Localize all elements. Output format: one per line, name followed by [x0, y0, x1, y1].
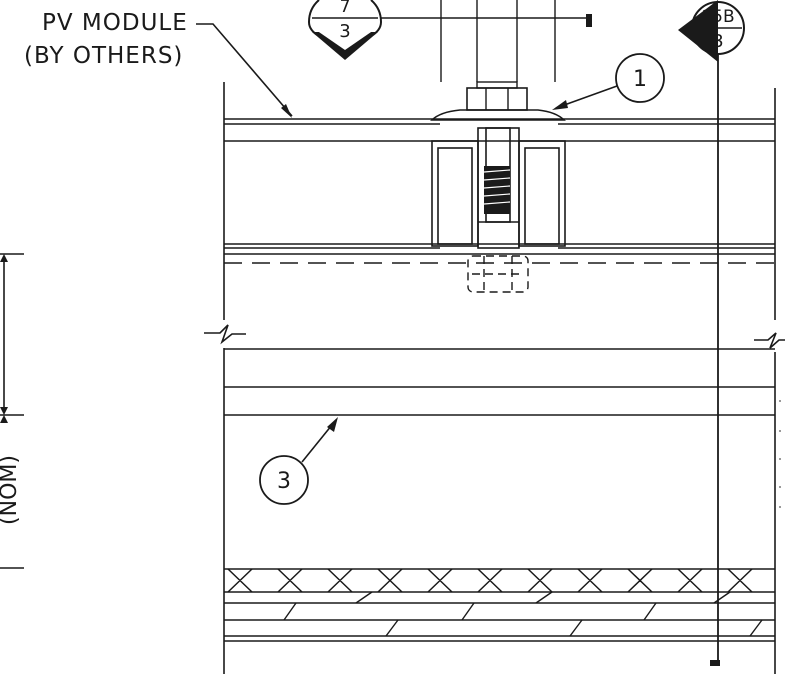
- support-beam: [224, 348, 775, 416]
- scan-noise: [779, 400, 781, 508]
- callout-3: 3: [259, 417, 338, 505]
- pv-module-leader-arrow: [281, 104, 292, 118]
- section-marker-right-top: 15B: [701, 7, 734, 27]
- bolt-centerlines: [440, 0, 556, 82]
- callout-1-arrow: [552, 100, 568, 110]
- section-marker-left-top: 7: [340, 0, 351, 17]
- left-dimension: (NOM): [0, 253, 24, 569]
- break-line-right: [754, 332, 785, 349]
- pv-module-note: PV MODULE (BY OTHERS): [24, 10, 293, 118]
- nut: [466, 87, 528, 111]
- callout-3-arrow: [327, 417, 338, 432]
- break-line-left: [204, 324, 246, 345]
- section-marker-right-bottom: 3: [712, 31, 723, 52]
- pv-module-label: PV MODULE: [42, 10, 188, 36]
- pv-module-leader: [196, 23, 293, 117]
- washer: [430, 109, 566, 121]
- insulation-hatch: [227, 568, 753, 593]
- frame-left: [431, 140, 479, 247]
- section-marker-left-bottom: 3: [339, 21, 350, 42]
- callout-1-label: 1: [633, 67, 647, 92]
- frame-right: [518, 140, 566, 247]
- roof-layers: [224, 568, 775, 642]
- deck-hatch: [283, 591, 763, 637]
- section-marker-right: 15B 3: [678, 0, 745, 666]
- callout-3-label: 3: [277, 469, 291, 494]
- by-others-label: (BY OTHERS): [24, 43, 183, 69]
- nom-label: (NOM): [0, 455, 22, 525]
- pv-module: [224, 118, 775, 255]
- bolt-assembly: [430, 81, 566, 223]
- callout-1: 1: [552, 53, 665, 110]
- section-marker-left: 7 3: [307, 0, 592, 60]
- hidden-fastener: [467, 255, 529, 293]
- bolt-thread: [484, 166, 510, 214]
- section-marker-right-pointer: [678, 0, 718, 62]
- clamp-profile: [431, 127, 566, 249]
